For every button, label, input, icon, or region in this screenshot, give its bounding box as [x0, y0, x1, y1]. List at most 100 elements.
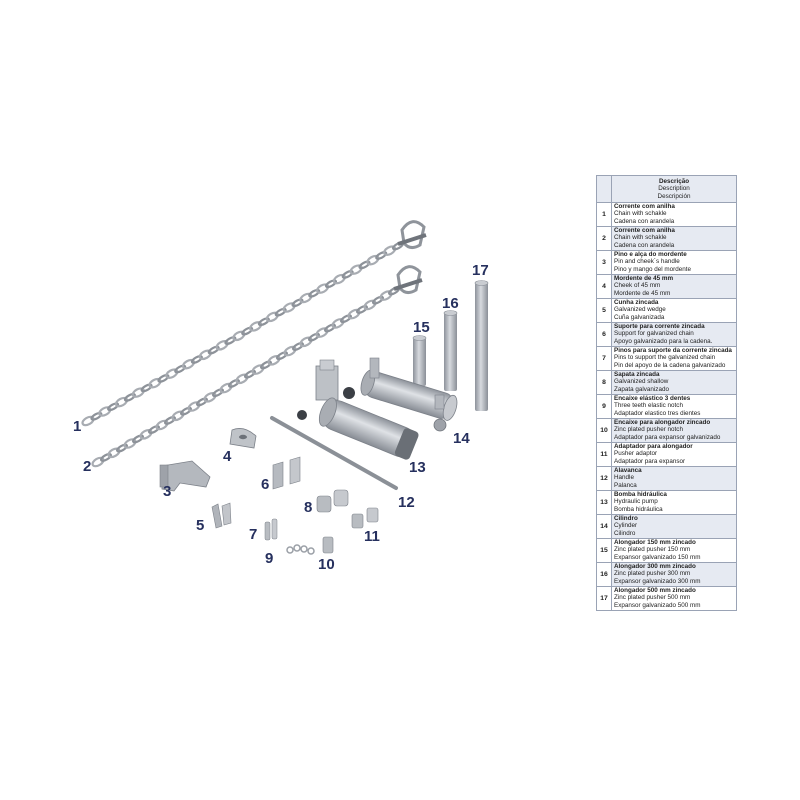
chain-link — [375, 251, 388, 260]
chain-link — [260, 360, 272, 370]
pusher-150mm — [413, 338, 426, 386]
chain-link — [308, 332, 320, 342]
chain-link — [331, 318, 345, 329]
shackle-2 — [393, 265, 423, 295]
item-number: 3 — [596, 250, 612, 275]
pusher-300mm-top — [443, 310, 458, 316]
item-number: 7 — [596, 346, 612, 371]
chain-link — [215, 340, 229, 351]
item-number: 16 — [596, 562, 612, 587]
item-name-en: Chain with schakle — [614, 210, 667, 218]
item-name-en: Cylinder — [614, 522, 638, 530]
item-number: 11 — [596, 442, 612, 467]
item-number: 14 — [596, 514, 612, 539]
chain-link — [383, 245, 397, 256]
item-name-en: Pin and cheek´s handle — [614, 258, 680, 266]
shackle-1 — [397, 220, 427, 250]
chain-link — [114, 396, 129, 408]
chain-link — [116, 443, 128, 453]
chain-link — [379, 290, 393, 301]
item-name-en: Three teeth elastic notch — [614, 402, 683, 410]
chain-link — [241, 326, 254, 336]
chain-link — [316, 283, 330, 294]
item-number: 17 — [596, 586, 612, 611]
chain-link — [164, 415, 176, 425]
chain-link — [358, 260, 371, 270]
chain-link — [291, 298, 304, 308]
chain-link — [267, 354, 281, 366]
header-description-en: Description — [658, 185, 690, 193]
item-name-en: Cheek of 45 mm — [614, 282, 661, 290]
table-header-desc-cell: Descrição Description Descripción — [611, 175, 737, 203]
pin-and-cheek-handle — [159, 460, 211, 492]
galvanized-shoe — [316, 489, 349, 513]
chain-link — [228, 378, 240, 388]
chain-link — [235, 373, 249, 385]
item-number: 15 — [596, 538, 612, 563]
table-header-num-cell — [596, 175, 612, 203]
chain-link — [349, 264, 363, 275]
chain-link — [123, 392, 136, 402]
chain-link — [180, 406, 192, 416]
cheek-45mm — [229, 428, 257, 449]
item-name-en: Pusher adaptor — [614, 450, 658, 458]
handle-lever — [270, 416, 398, 490]
item-name-pt: Corrente com anilha — [614, 227, 675, 234]
item-name-es: Palanca — [614, 481, 637, 489]
chain-link — [107, 402, 120, 412]
item-name-pt: Corrente com anilha — [614, 203, 675, 210]
callout-17: 17 — [472, 262, 489, 279]
chain-link — [332, 273, 346, 285]
item-number: 5 — [596, 298, 612, 323]
chain-link — [91, 456, 105, 468]
chain-link — [282, 302, 296, 313]
chain-link — [203, 391, 217, 403]
chain-link — [292, 342, 304, 351]
item-name-es: Adaptador para expansor — [614, 457, 686, 465]
galvanized-wedge — [211, 502, 232, 529]
hydraulic-cylinder — [360, 357, 458, 432]
chain-link — [324, 323, 336, 333]
item-name-es: Zapata galvanizado — [614, 385, 669, 393]
item-number: 2 — [596, 226, 612, 251]
item-name-en: Support for galvanized chain — [614, 330, 694, 338]
item-name-es: Bomba hidráulica — [614, 505, 663, 513]
chain-link — [363, 299, 377, 311]
chain-link — [372, 295, 384, 305]
chain-link — [157, 373, 170, 383]
chain-link — [131, 387, 145, 398]
hydraulic-pump — [297, 359, 419, 460]
item-name-es: Apoyo galvanizado para la cadena. — [614, 337, 713, 345]
item-name-pt: Alongador 300 mm zincado — [614, 563, 696, 570]
pusher-notch — [322, 536, 334, 554]
item-number: 1 — [596, 202, 612, 227]
callout-9: 9 — [265, 550, 273, 567]
chain-support-pins — [264, 518, 278, 541]
chain-link — [366, 254, 380, 266]
callout-5: 5 — [196, 517, 204, 534]
item-name-pt: Alavanca — [614, 467, 642, 474]
header-description-pt: Descrição — [658, 177, 690, 185]
